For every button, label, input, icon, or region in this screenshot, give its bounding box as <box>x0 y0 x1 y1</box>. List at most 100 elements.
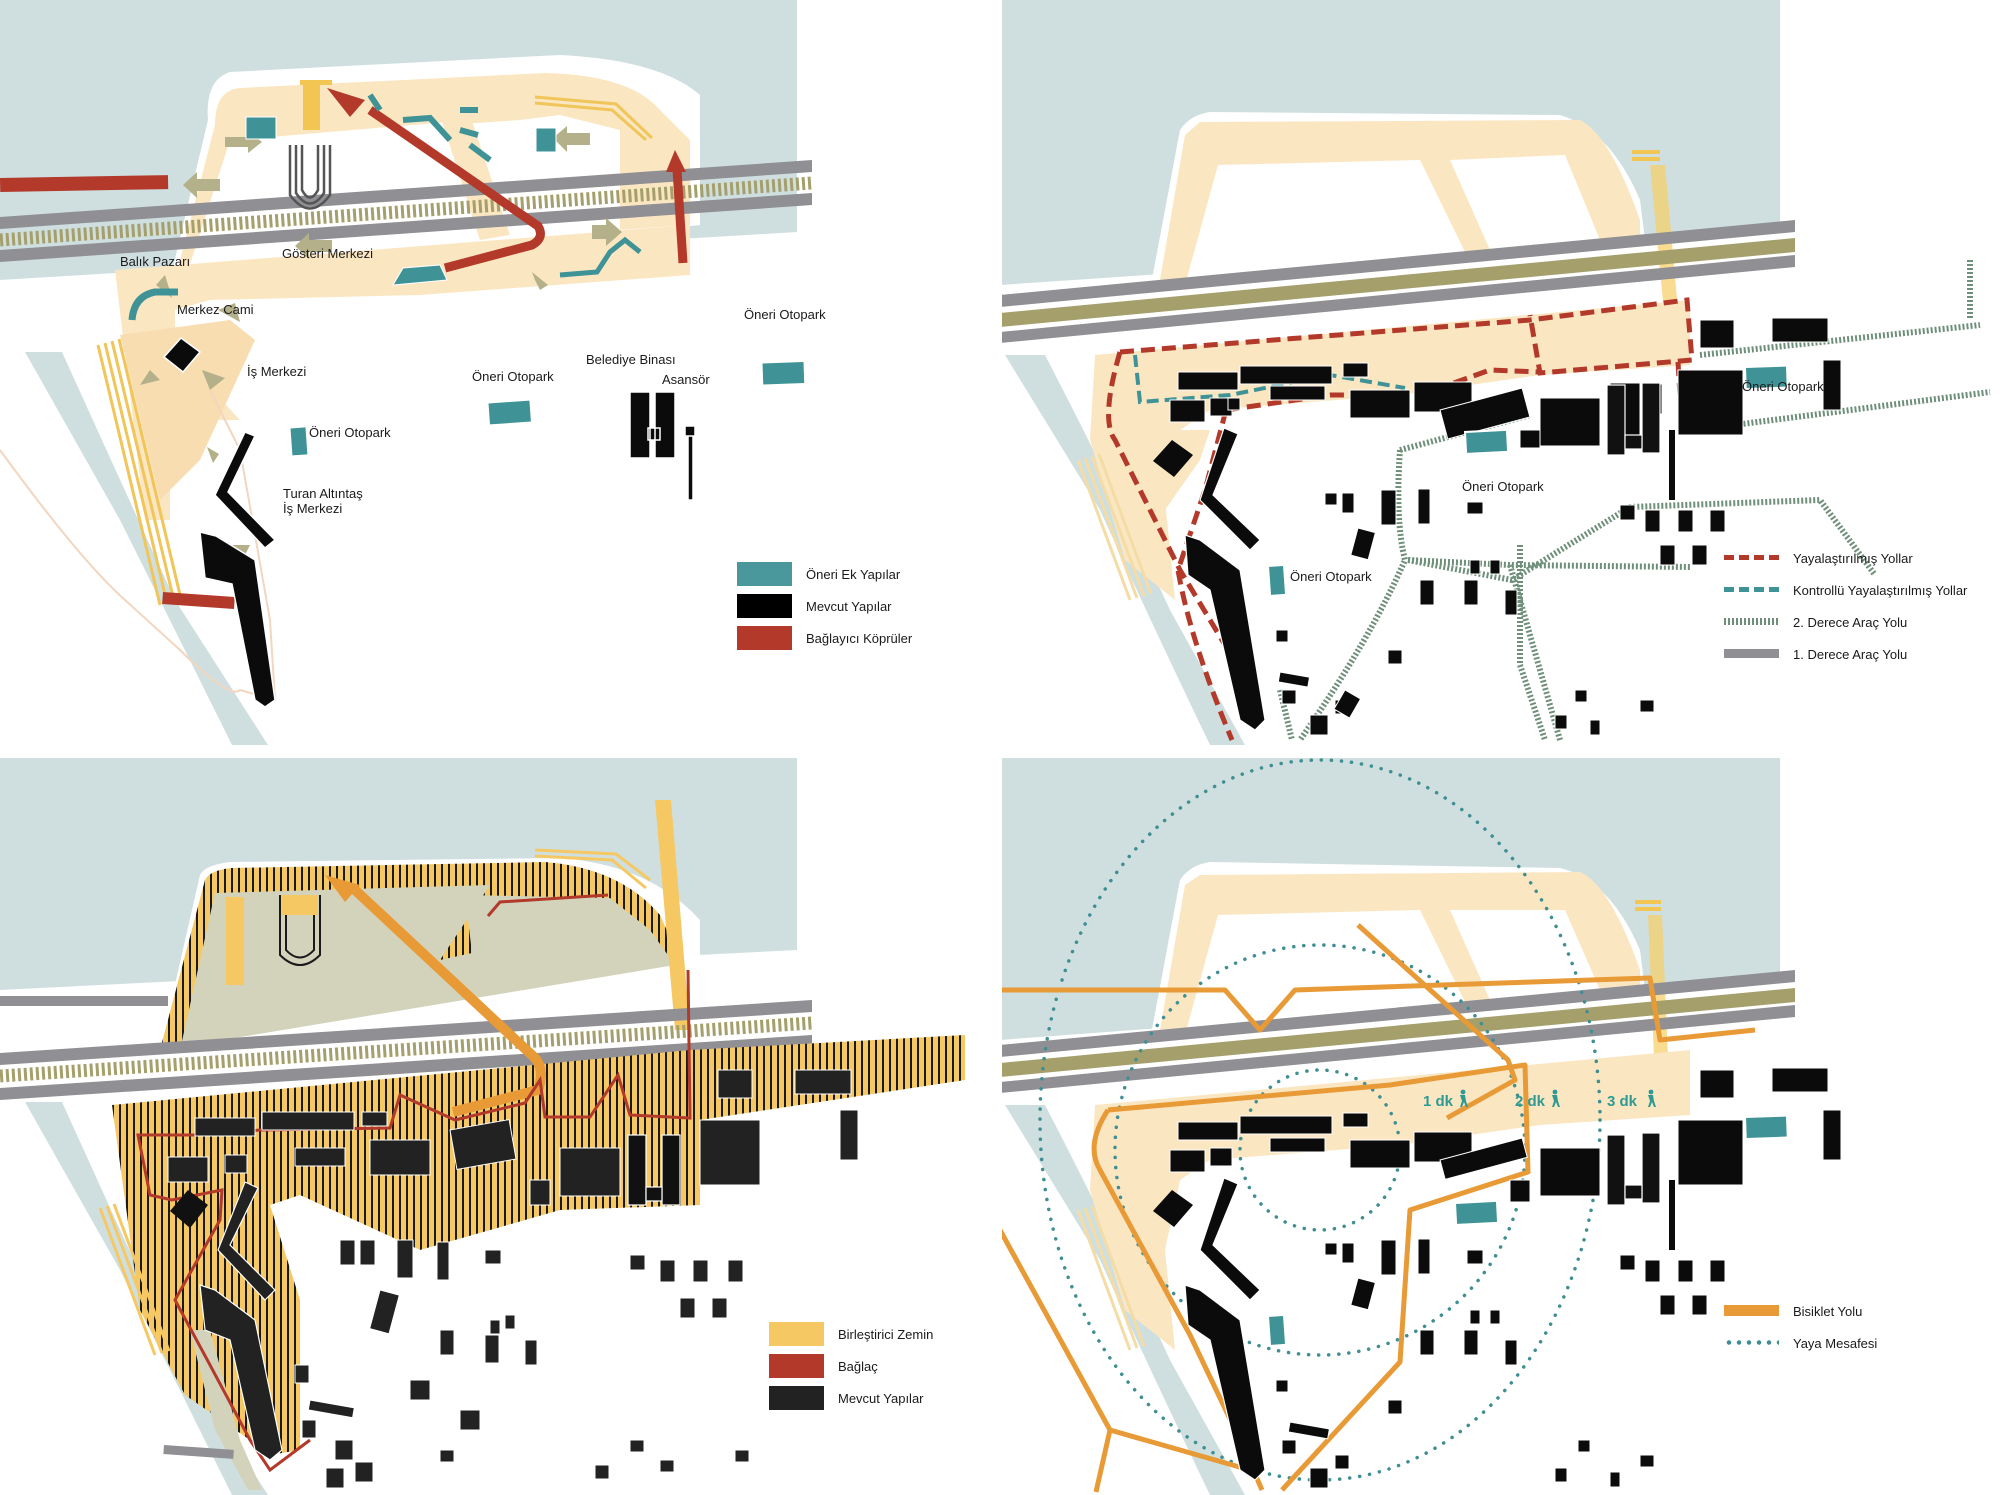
walker-icon-1 <box>1460 1089 1468 1107</box>
label-turan-altintas: Turan Altıntaş İş Merkezi <box>283 486 363 517</box>
primary-road <box>0 1000 813 1100</box>
connector-route <box>136 893 692 1473</box>
legend-item-existing: Mevcut Yapılar <box>737 590 912 622</box>
legend-item-bridges: Bağlayıcı Köprüler <box>737 622 912 654</box>
elevator-shaft <box>1669 1180 1675 1250</box>
legend-swatch-teal <box>737 562 792 586</box>
legend-panel-2: Yayalaştırılmış Yollar Kontrollü Yayalaş… <box>1724 542 1967 670</box>
existing-buildings <box>1169 317 1842 736</box>
proposed-parking <box>1266 1114 1789 1347</box>
civic-building <box>1606 382 1661 456</box>
bridge-arrow-north <box>367 106 545 273</box>
label-asansor: Asansör <box>662 372 710 387</box>
legend-label: Kontrollü Yayalaştırılmış Yollar <box>1793 582 1968 598</box>
legend-label: Bağlaç <box>838 1358 878 1374</box>
stepped-edge <box>1076 1205 1146 1351</box>
amphitheatre <box>288 145 332 210</box>
walk-label-3-min: 3 dk <box>1607 1093 1638 1110</box>
label-is-merkezi: İş Merkezi <box>247 364 307 379</box>
mosque <box>1153 440 1193 477</box>
mosque <box>170 1190 208 1228</box>
arrow-head-north <box>327 88 365 117</box>
label-merkez-cami: Merkez Cami <box>177 302 254 317</box>
jetty-platform <box>300 80 332 85</box>
bridge-river <box>162 592 235 609</box>
map-road-hierarchy <box>1000 0 1991 745</box>
legend-label: Yayalaştırılmış Yollar <box>1793 550 1913 566</box>
legend-label: Öneri Ek Yapılar <box>806 566 901 582</box>
panel-proposal-structures: Gösteri Merkezi Balık Pazarı Merkez Cami… <box>0 0 1000 745</box>
bridge-west <box>0 175 169 192</box>
pier-promenade <box>1160 872 1640 1035</box>
legend-item-bicycle: Bisiklet Yolu <box>1724 1295 1877 1327</box>
label-oneri-otopark-east: Öneri Otopark <box>1742 379 1824 394</box>
mosque-plaza <box>120 320 255 500</box>
pier-vertical-strip <box>226 897 244 985</box>
legend-item-connector: Bağlaç <box>769 1350 933 1382</box>
existing-buildings <box>1169 1067 1842 1489</box>
legend-label: Mevcut Yapılar <box>838 1390 924 1406</box>
legend-panel-4: Bisiklet Yolu Yaya Mesafesi <box>1724 1295 1877 1359</box>
tower-platform <box>1632 150 1660 161</box>
south-promenade <box>115 225 690 520</box>
elevator-shaft <box>1669 430 1675 500</box>
panel-road-hierarchy: Öneri Otopark Öneri Otopark Öneri Otopar… <box>1000 0 2000 745</box>
legend-item-primary-road: 1. Derece Araç Yolu <box>1724 638 1967 670</box>
jetty-east <box>534 95 654 142</box>
legend-swatch-green-hatched <box>1724 610 1779 634</box>
legend-swatch-orange <box>1724 1299 1779 1323</box>
tower-connector <box>655 800 690 1030</box>
amphitheatre-stage <box>303 85 320 130</box>
legend-swatch-red <box>769 1354 824 1378</box>
tower-platform <box>1635 900 1661 911</box>
label-oneri-otopark-west: Öneri Otopark <box>309 425 391 440</box>
civic-building <box>627 1134 681 1206</box>
walker-icons <box>1460 1089 1656 1107</box>
turan-building <box>199 1181 283 1461</box>
arrow-head-east <box>666 150 686 172</box>
legend-swatch-teal-dashed <box>1724 578 1779 602</box>
bridge-arrow-east <box>672 169 688 264</box>
legend-item-pedestrian: Yayalaştırılmış Yollar <box>1724 542 1967 574</box>
walk-label-1-min: 1 dk <box>1423 1093 1454 1110</box>
walker-icon-2 <box>1552 1089 1560 1107</box>
map-unifying-ground <box>0 758 965 1495</box>
label-oneri-otopark-middle: Öneri Otopark <box>472 369 554 384</box>
proposed-parking <box>1266 364 1789 597</box>
amphitheatre <box>279 895 321 966</box>
legend-swatch-gray <box>1724 642 1779 666</box>
connector-arrow-head <box>325 875 360 902</box>
walk-label-2-min: 2 dk <box>1515 1093 1546 1110</box>
turan-building <box>1184 427 1266 731</box>
panel-divider-horizontal <box>0 745 2000 750</box>
legend-item-controlled: Kontrollü Yayalaştırılmış Yollar <box>1724 574 1967 606</box>
connector-arrow <box>351 886 546 1117</box>
primary-road <box>1000 220 1795 343</box>
south-ground <box>112 1035 965 1455</box>
label-turan-line-1: Turan Altıntaş <box>283 486 363 501</box>
amphitheatre-stage <box>282 895 318 915</box>
bicycle-routes <box>1000 923 1756 1493</box>
legend-item-existing: Mevcut Yapılar <box>769 1382 933 1414</box>
label-oneri-otopark-middle: Öneri Otopark <box>1462 479 1544 494</box>
jetty-east <box>534 848 651 890</box>
stepped-edge <box>96 338 183 606</box>
stepped-edge <box>1076 453 1153 601</box>
local-road <box>0 389 277 702</box>
south-plaza-gray <box>190 1330 262 1490</box>
legend-swatch-yellow <box>769 1322 824 1346</box>
legend-label: Yaya Mesafesi <box>1793 1335 1878 1351</box>
map-bicycle-walking <box>1000 758 1842 1495</box>
legend-label: Birleştirici Zemin <box>838 1326 934 1342</box>
proposed-structures <box>128 93 806 457</box>
primary-road <box>1000 970 1795 1093</box>
label-oneri-otopark-east: Öneri Otopark <box>744 307 826 322</box>
panel-bicycle-walking: 1 dk 2 dk 3 dk Bisiklet Yolu Yaya Mesafe… <box>1000 750 2000 1495</box>
existing-buildings <box>162 336 696 708</box>
legend-item-proposed: Öneri Ek Yapılar <box>737 558 912 590</box>
existing-buildings <box>167 1069 859 1489</box>
walker-icon-3 <box>1648 1089 1656 1107</box>
legend-panel-3: Birleştirici Zemin Bağlaç Mevcut Yapılar <box>769 1318 933 1414</box>
legend-panel-1: Öneri Ek Yapılar Mevcut Yapılar Bağlayıc… <box>737 558 912 654</box>
